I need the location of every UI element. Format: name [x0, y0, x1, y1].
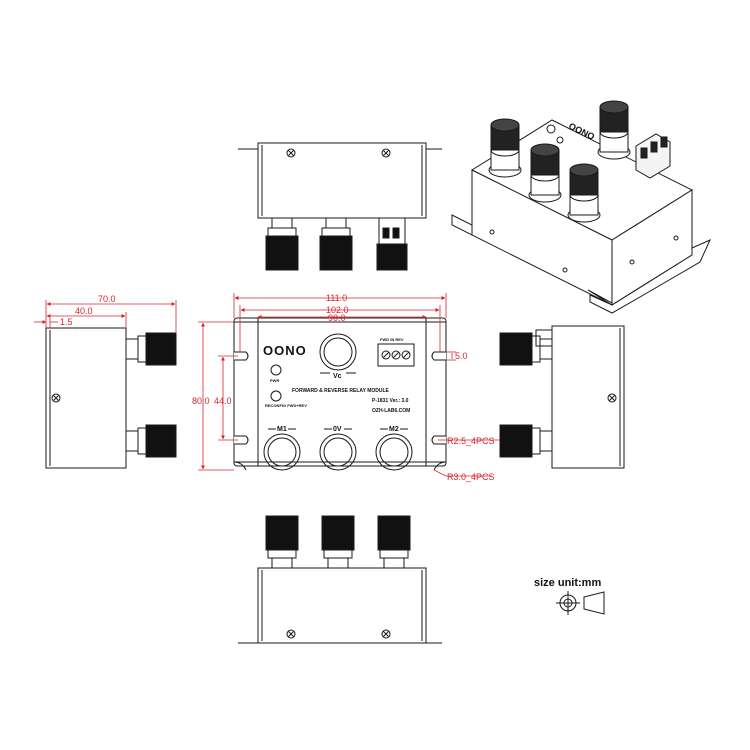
terminal-block-icon	[377, 343, 415, 367]
vc-knob-icon	[319, 333, 357, 371]
dim-width-mid: 102.0	[326, 305, 349, 315]
terminal-label-m1: M1	[277, 426, 287, 433]
iso-knob-icon	[567, 163, 601, 223]
m2-knob-icon	[375, 433, 413, 471]
screw-icon	[381, 148, 391, 158]
pwr-label: PWR	[270, 378, 279, 383]
vc-label: Vc	[333, 373, 342, 380]
dim-width-outer: 111.0	[326, 293, 347, 303]
binding-post-icon	[377, 515, 411, 569]
isometric-view: OONO	[451, 100, 711, 314]
front-dimensions	[198, 293, 500, 477]
front-brand: OONO	[263, 343, 307, 358]
binding-post-icon	[265, 515, 299, 569]
iso-knob-icon	[528, 143, 562, 203]
screw-icon	[286, 148, 296, 158]
iso-knob-icon	[597, 100, 631, 160]
left-dimensions	[34, 300, 177, 333]
dim-side-offset: 40.0	[75, 306, 93, 316]
bottom-view	[238, 515, 442, 644]
m1-knob-icon	[263, 433, 301, 471]
dim-radius-large: R3.0_4PCS	[447, 472, 495, 482]
front-view	[233, 317, 447, 471]
terminal-block-icon	[535, 329, 553, 347]
first-angle-projection-icon	[556, 591, 605, 615]
fwd-rev-label: RECONFIG FWD+REV	[265, 403, 307, 408]
dim-side-lip: 1.5	[60, 317, 73, 327]
terminal-label-0v: 0V	[333, 426, 342, 433]
screw-icon	[607, 393, 617, 403]
iso-terminal-block-icon	[635, 133, 671, 179]
size-unit-label: size unit:mm	[534, 577, 601, 589]
binding-post-icon	[125, 332, 177, 366]
screw-icon	[286, 629, 296, 639]
binding-post-icon	[125, 424, 177, 458]
terminal-label-m2: M2	[389, 426, 399, 433]
pwr-led-icon	[270, 364, 282, 376]
top-view	[238, 142, 442, 271]
dim-height-total: 80.0	[192, 396, 210, 406]
dim-side-depth: 70.0	[98, 294, 116, 304]
terminal-block-icon	[376, 217, 408, 271]
binding-post-icon	[499, 332, 553, 366]
dim-radius-small: R2.5_4PCS	[447, 436, 495, 446]
module-title: FORWARD & REVERSE RELAY MODULE	[292, 388, 390, 394]
model-version: P-1831 Ver.: 3.0	[372, 398, 409, 404]
binding-post-icon	[321, 515, 355, 569]
binding-post-icon	[499, 424, 553, 458]
website: OZH-LAB6.COM	[372, 408, 410, 414]
dim-slot-width: 5.0	[455, 351, 468, 361]
dim-width-inner: 90.0	[328, 313, 346, 323]
left-side-view	[45, 327, 177, 469]
right-side-view	[499, 325, 625, 469]
0v-knob-icon	[319, 433, 357, 471]
iso-knob-icon	[488, 118, 522, 178]
screw-icon	[381, 629, 391, 639]
binding-post-icon	[319, 217, 353, 271]
screw-icon	[51, 393, 61, 403]
fwd-rev-led-icon	[270, 390, 282, 402]
header-labels: FWD IN REV	[380, 337, 404, 342]
dim-height-slot: 44.0	[214, 396, 232, 406]
binding-post-icon	[265, 217, 299, 271]
